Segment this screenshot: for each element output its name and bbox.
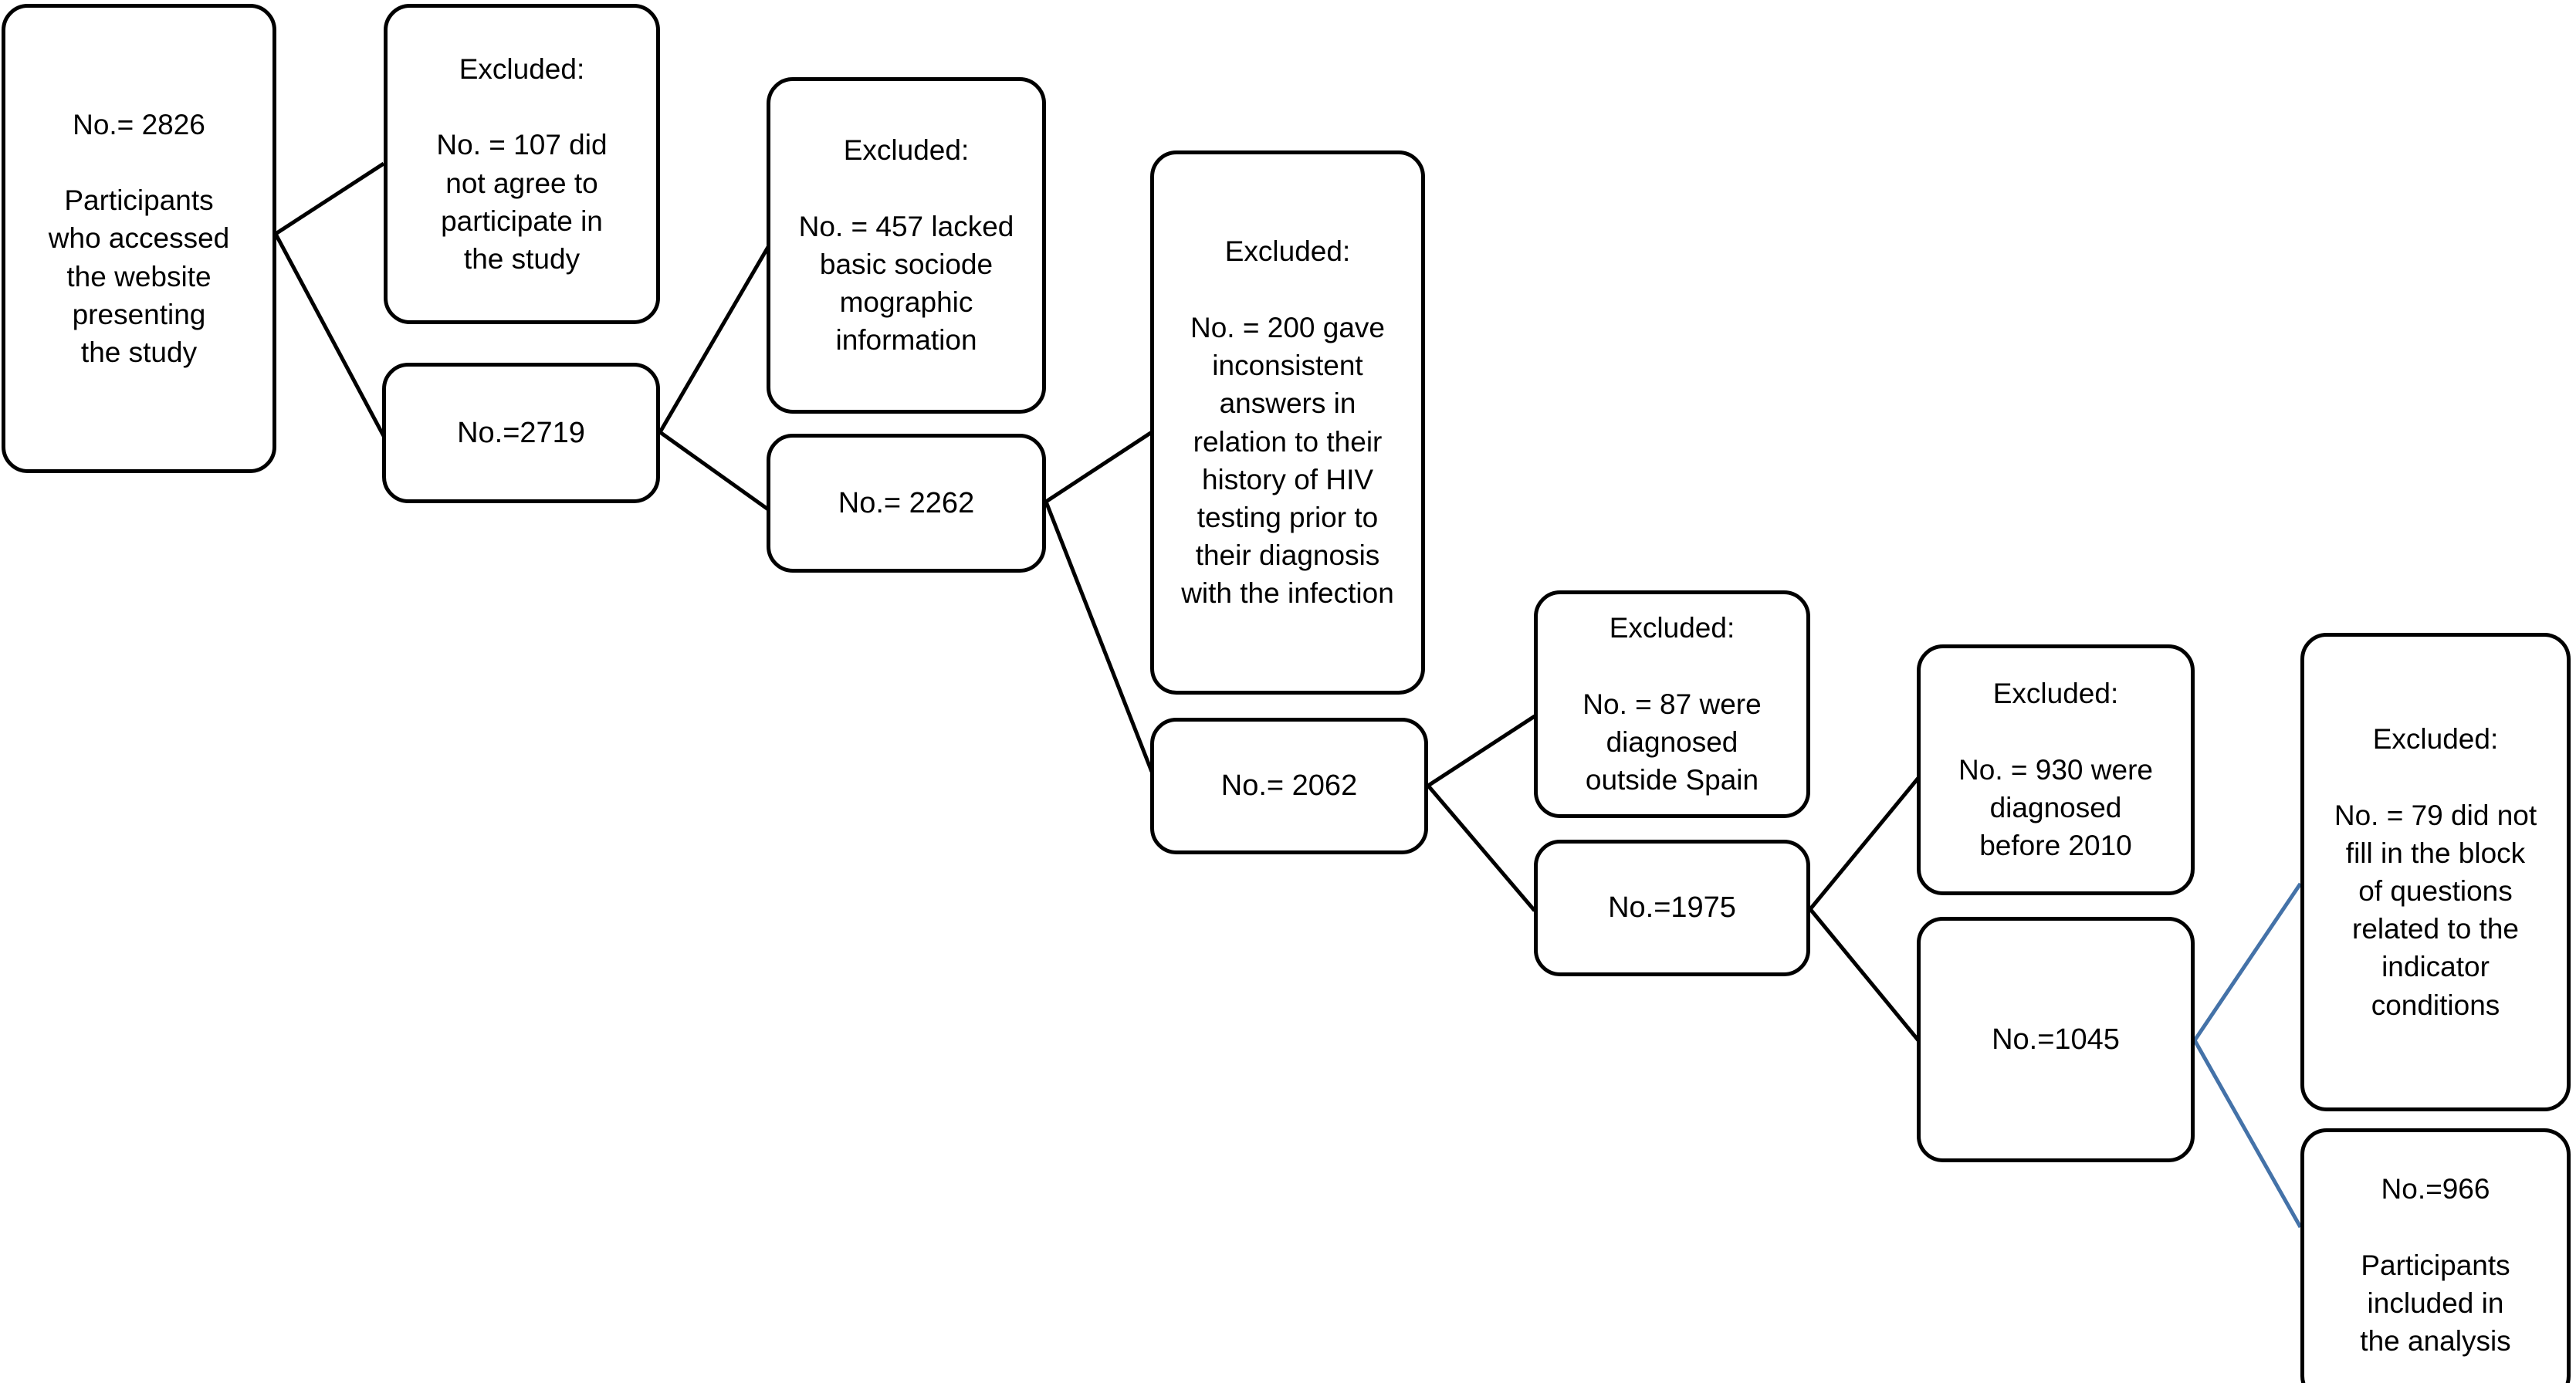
connector-2826-to-excluded-107 — [274, 161, 385, 236]
connector-2826-to-2719 — [273, 232, 386, 438]
connector-2826-to-branch — [273, 161, 386, 438]
node-excluded-87-text: Excluded: No. = 87 were diagnosed outsid… — [1582, 612, 1762, 796]
connector-1975-to-1045 — [1809, 908, 1920, 1042]
node-excluded-930[interactable]: Excluded: No. = 930 were diagnosed befor… — [1917, 644, 2195, 895]
node-1045-text: No.=1045 — [1992, 1023, 2120, 1056]
node-excluded-107[interactable]: Excluded: No. = 107 did not agree to par… — [384, 4, 660, 324]
node-1975[interactable]: No.=1975 — [1534, 840, 1810, 976]
node-2719[interactable]: No.=2719 — [382, 363, 660, 503]
node-excluded-457-text: Excluded: No. = 457 lacked basic sociode… — [798, 134, 1014, 357]
node-966[interactable]: No.=966 Participants included in the ana… — [2300, 1128, 2571, 1383]
node-1045[interactable]: No.=1045 — [1917, 917, 2195, 1162]
connector-2262-to-excluded-200 — [1044, 430, 1153, 504]
node-excluded-930-text: Excluded: No. = 930 were diagnosed befor… — [1958, 678, 2153, 862]
connector-2062-to-excluded-87 — [1427, 714, 1536, 788]
node-excluded-79-text: Excluded: No. = 79 did not fill in the b… — [2334, 723, 2537, 1021]
node-accessed[interactable]: No.= 2826 Participants who accessed the … — [2, 4, 276, 473]
node-2262-text: No.= 2262 — [838, 486, 975, 519]
node-excluded-200-text: Excluded: No. = 200 gave inconsistent an… — [1181, 235, 1394, 610]
node-2262[interactable]: No.= 2262 — [767, 434, 1046, 573]
connector-2062-to-1975 — [1427, 784, 1536, 912]
node-excluded-107-text: Excluded: No. = 107 did not agree to par… — [436, 52, 608, 275]
node-2719-text: No.=2719 — [457, 416, 585, 449]
connector-2719-to-2262 — [658, 430, 770, 512]
connector-2062-branch — [1427, 714, 1536, 912]
connector-1975-branch — [1809, 776, 1920, 1042]
node-966-text: No.=966 Participants included in the ana… — [2360, 1173, 2511, 1358]
node-accessed-text: No.= 2826 Participants who accessed the … — [48, 108, 230, 368]
node-2062[interactable]: No.= 2062 — [1150, 718, 1428, 854]
node-excluded-200[interactable]: Excluded: No. = 200 gave inconsistent an… — [1150, 150, 1425, 695]
node-excluded-457[interactable]: Excluded: No. = 457 lacked basic sociode… — [767, 77, 1046, 414]
connector-1975-to-excluded-930 — [1809, 776, 1920, 911]
connector-2262-branch — [1044, 430, 1154, 773]
node-2062-text: No.= 2062 — [1220, 769, 1358, 803]
node-excluded-79[interactable]: Excluded: No. = 79 did not fill in the b… — [2300, 633, 2571, 1111]
connector-2719-branch — [658, 245, 770, 512]
connector-1045-to-966 — [2192, 1039, 2303, 1229]
node-1975-text: No.=1975 — [1608, 891, 1736, 925]
node-excluded-87[interactable]: Excluded: No. = 87 were diagnosed outsid… — [1534, 590, 1810, 818]
connector-1045-branch — [2192, 882, 2303, 1229]
connector-2262-to-2062 — [1044, 501, 1154, 773]
connector-1045-to-excluded-79 — [2192, 882, 2303, 1042]
connector-2719-to-excluded-457 — [658, 245, 770, 434]
